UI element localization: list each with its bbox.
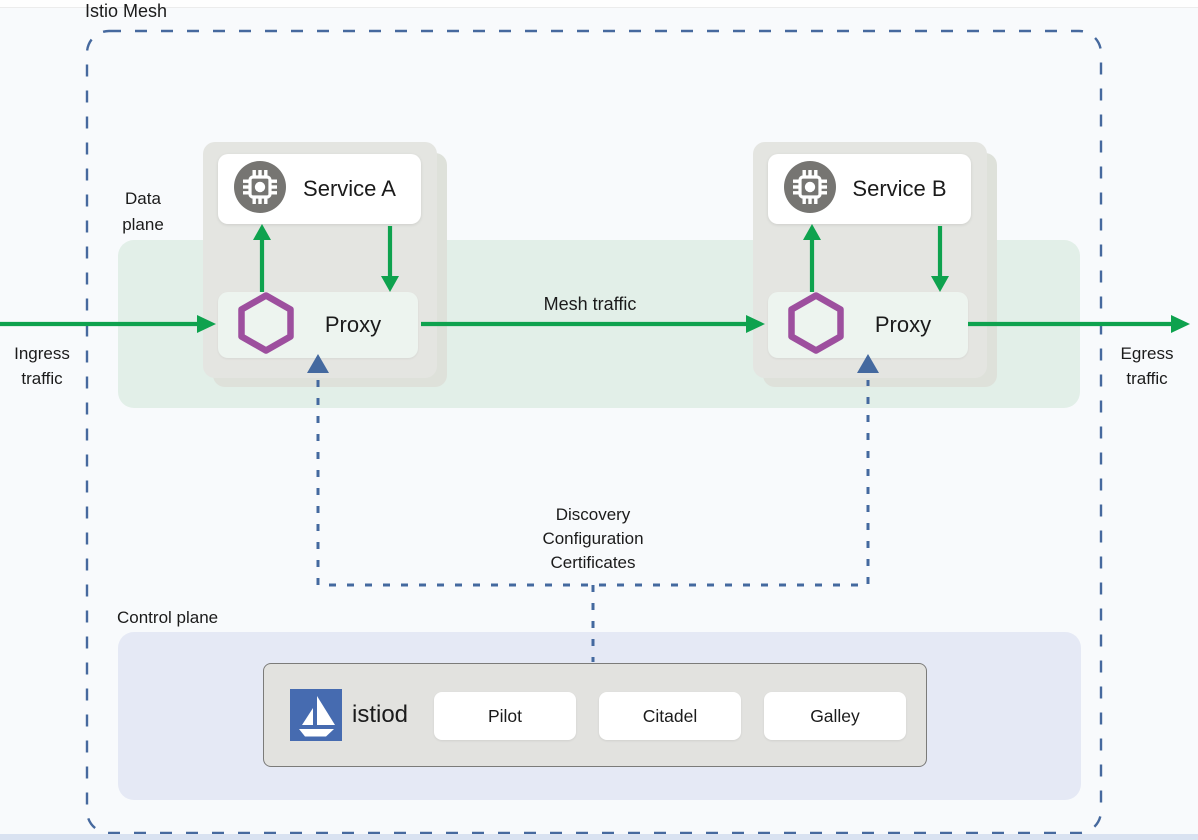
discovery-configuration-certificates-label: Discovery Configuration Certificates xyxy=(542,505,644,572)
bottom-page-edge xyxy=(0,834,1198,840)
top-page-edge xyxy=(0,0,1198,8)
pilot-box: Pilot xyxy=(434,692,576,740)
proxy-b-label: Proxy xyxy=(874,312,932,337)
istiod-box: istiod Pilot Citadel Galley xyxy=(263,663,927,767)
egress-arrowhead xyxy=(1171,315,1190,333)
proxy-a-box: Proxy xyxy=(218,291,418,359)
service-b-label: Service B xyxy=(852,176,947,201)
galley-box: Galley xyxy=(764,692,906,740)
istio-sail-icon xyxy=(290,689,342,741)
service-a-box: Service A xyxy=(218,154,421,224)
envoy-hexagon-icon xyxy=(788,291,844,359)
proxy-a-label: Proxy xyxy=(324,312,382,337)
chip-icon xyxy=(234,160,286,218)
data-plane-label: Data plane xyxy=(122,189,164,234)
envoy-hexagon-icon xyxy=(238,291,294,359)
proxy-b-box: Proxy xyxy=(768,291,968,359)
control-plane-label: Control plane xyxy=(117,608,219,627)
ingress-traffic-label: Ingress traffic xyxy=(14,344,70,388)
istiod-label: istiod xyxy=(352,700,409,728)
service-b-box: Service B xyxy=(768,154,971,224)
chip-icon xyxy=(784,160,836,218)
service-a-label: Service A xyxy=(303,176,396,201)
istio-mesh-label: Istio Mesh xyxy=(85,1,168,21)
egress-traffic-label: Egress traffic xyxy=(1120,344,1174,388)
mesh-traffic-label: Mesh traffic xyxy=(543,294,637,314)
citadel-box: Citadel xyxy=(599,692,741,740)
